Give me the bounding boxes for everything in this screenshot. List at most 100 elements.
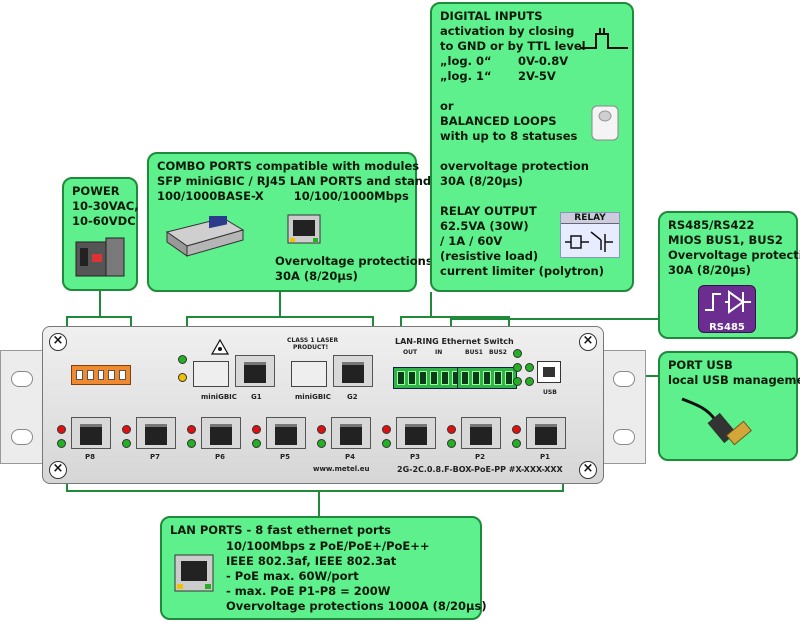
log1-label: „log. 1“	[440, 69, 492, 83]
laser-warning-icon	[211, 339, 229, 355]
lan-port-p1[interactable]	[526, 417, 566, 449]
lan-port-p7[interactable]	[136, 417, 176, 449]
digital-title: DIGITAL INPUTS	[440, 9, 543, 23]
poe-led	[447, 425, 456, 434]
link-led	[382, 439, 391, 448]
lan-line: IEEE 802.3af, IEEE 802.3at	[226, 554, 397, 568]
usb-port[interactable]	[537, 361, 561, 383]
io-terminal-block[interactable]	[393, 367, 464, 389]
bus-terminal-block[interactable]	[457, 367, 517, 389]
screw-icon: ×	[49, 333, 67, 351]
lan-rj45-icon	[174, 554, 214, 592]
bus1-label: BUS1	[465, 349, 483, 356]
status-led	[513, 377, 522, 386]
digital-line: activation by closing	[440, 24, 575, 38]
lan-title: LAN PORTS - 8 fast ethernet ports	[170, 523, 392, 537]
relay-icon-label: RELAY	[561, 213, 619, 224]
balanced-loops-title: BALANCED LOOPS	[440, 114, 557, 128]
lan-port-p3[interactable]	[396, 417, 436, 449]
relay-icon: RELAY	[560, 212, 620, 258]
lan-port-label: P5	[280, 453, 291, 461]
model-number: 2G-2C.0.8.F-BOX-PoE-PP #X-XXX-XXX	[397, 465, 563, 474]
minigbic-label-g1: miniGBIC	[201, 393, 237, 401]
lan-port-p6[interactable]	[201, 417, 241, 449]
combo-connector-line	[279, 290, 281, 316]
lan-port-label: P1	[540, 453, 551, 461]
usb-callout: PORT USB local USB management	[658, 351, 800, 461]
rs485-title: RS485/RS422	[668, 218, 755, 232]
lan-port-p4[interactable]	[331, 417, 371, 449]
lan-ports-callout: LAN PORTS - 8 fast ethernet ports 10/100…	[160, 516, 487, 620]
link-led	[57, 439, 66, 448]
minigbic-label-g2: miniGBIC	[295, 393, 331, 401]
laser-warning-text: CLASS 1 LASER	[287, 337, 339, 344]
lan-port-p5[interactable]	[266, 417, 306, 449]
status-led	[525, 363, 534, 372]
poe-led	[252, 425, 261, 434]
rs485-line: Overvoltage protection	[668, 248, 800, 262]
lan-port-label: P4	[345, 453, 356, 461]
power-supply-icon	[75, 237, 125, 277]
power-terminal[interactable]	[71, 365, 131, 385]
rs485-connector-line	[450, 318, 660, 320]
combo-title: COMBO PORTS compatible with modules	[157, 159, 420, 173]
mounting-hole	[11, 371, 33, 387]
poe-led	[317, 425, 326, 434]
g1-label: G1	[251, 393, 262, 401]
mounting-hole	[613, 429, 635, 445]
power-ac: 10-30VAC,	[72, 199, 139, 213]
rj45-combo-g1[interactable]	[235, 355, 275, 387]
combo-led-yellow	[178, 373, 187, 382]
relay-line: (resistive load)	[440, 249, 539, 263]
rj45-port-icon	[287, 214, 321, 244]
relay-line: current limiter (polytron)	[440, 264, 604, 278]
mounting-hole	[11, 429, 33, 445]
poe-led	[382, 425, 391, 434]
link-led	[187, 439, 196, 448]
lan-port-p8[interactable]	[71, 417, 111, 449]
rs485-icon: RS485	[698, 285, 756, 333]
right-mounting-rail	[602, 350, 646, 464]
combo-ports-callout: COMBO PORTS compatible with modules SFP …	[147, 152, 460, 292]
poe-led	[57, 425, 66, 434]
lan-port-p2[interactable]	[461, 417, 501, 449]
digital-connector-line	[430, 292, 432, 316]
link-led	[122, 439, 131, 448]
relay-line: 62.5VA (30W)	[440, 219, 529, 233]
usb-label: USB	[543, 389, 557, 396]
relay-line: / 1A / 60V	[440, 234, 503, 248]
rs485-icon-label: RS485	[709, 322, 745, 333]
link-led	[317, 439, 326, 448]
rs485-callout: RS485/RS422 MIOS BUS1, BUS2 Overvoltage …	[658, 211, 800, 339]
lan-port-label: P6	[215, 453, 226, 461]
digital-line: or	[440, 99, 454, 113]
lan-port-label: P8	[85, 453, 96, 461]
lan-port-label: P3	[410, 453, 421, 461]
status-led	[513, 363, 522, 372]
lan-port-label: P2	[475, 453, 486, 461]
status-led	[513, 349, 522, 358]
log0-value: 0V-0.8V	[518, 54, 569, 68]
sfp-module-icon	[165, 216, 245, 257]
screw-icon: ×	[49, 461, 67, 479]
lan-line: - PoE max. 60W/port	[226, 569, 359, 583]
lan-line: - max. PoE P1-P8 = 200W	[226, 584, 391, 598]
lan-line: 10/100Mbps z PoE/PoE+/PoE++	[226, 539, 430, 553]
sfp-slot-g2[interactable]	[291, 361, 327, 387]
combo-led-green	[178, 355, 187, 364]
relay-title: RELAY OUTPUT	[440, 204, 537, 218]
link-led	[252, 439, 261, 448]
sfp-slot-g1[interactable]	[193, 361, 229, 387]
combo-protection-value: 30A (8/20µs)	[275, 269, 358, 283]
rj45-combo-g2[interactable]	[333, 355, 373, 387]
usb-title: PORT USB	[668, 358, 733, 372]
digital-protection-value: 30A (8/20µs)	[440, 174, 523, 188]
link-led	[512, 439, 521, 448]
usb-cable-icon	[681, 397, 752, 446]
combo-sfp-standard: 100/1000BASE-X	[157, 189, 264, 203]
rs485-line: MIOS BUS1, BUS2	[668, 233, 783, 247]
website-url: www.metel.eu	[313, 465, 370, 473]
poe-led	[512, 425, 521, 434]
combo-rj45-standard: 10/100/1000Mbps	[293, 189, 409, 203]
mounting-hole	[613, 371, 635, 387]
